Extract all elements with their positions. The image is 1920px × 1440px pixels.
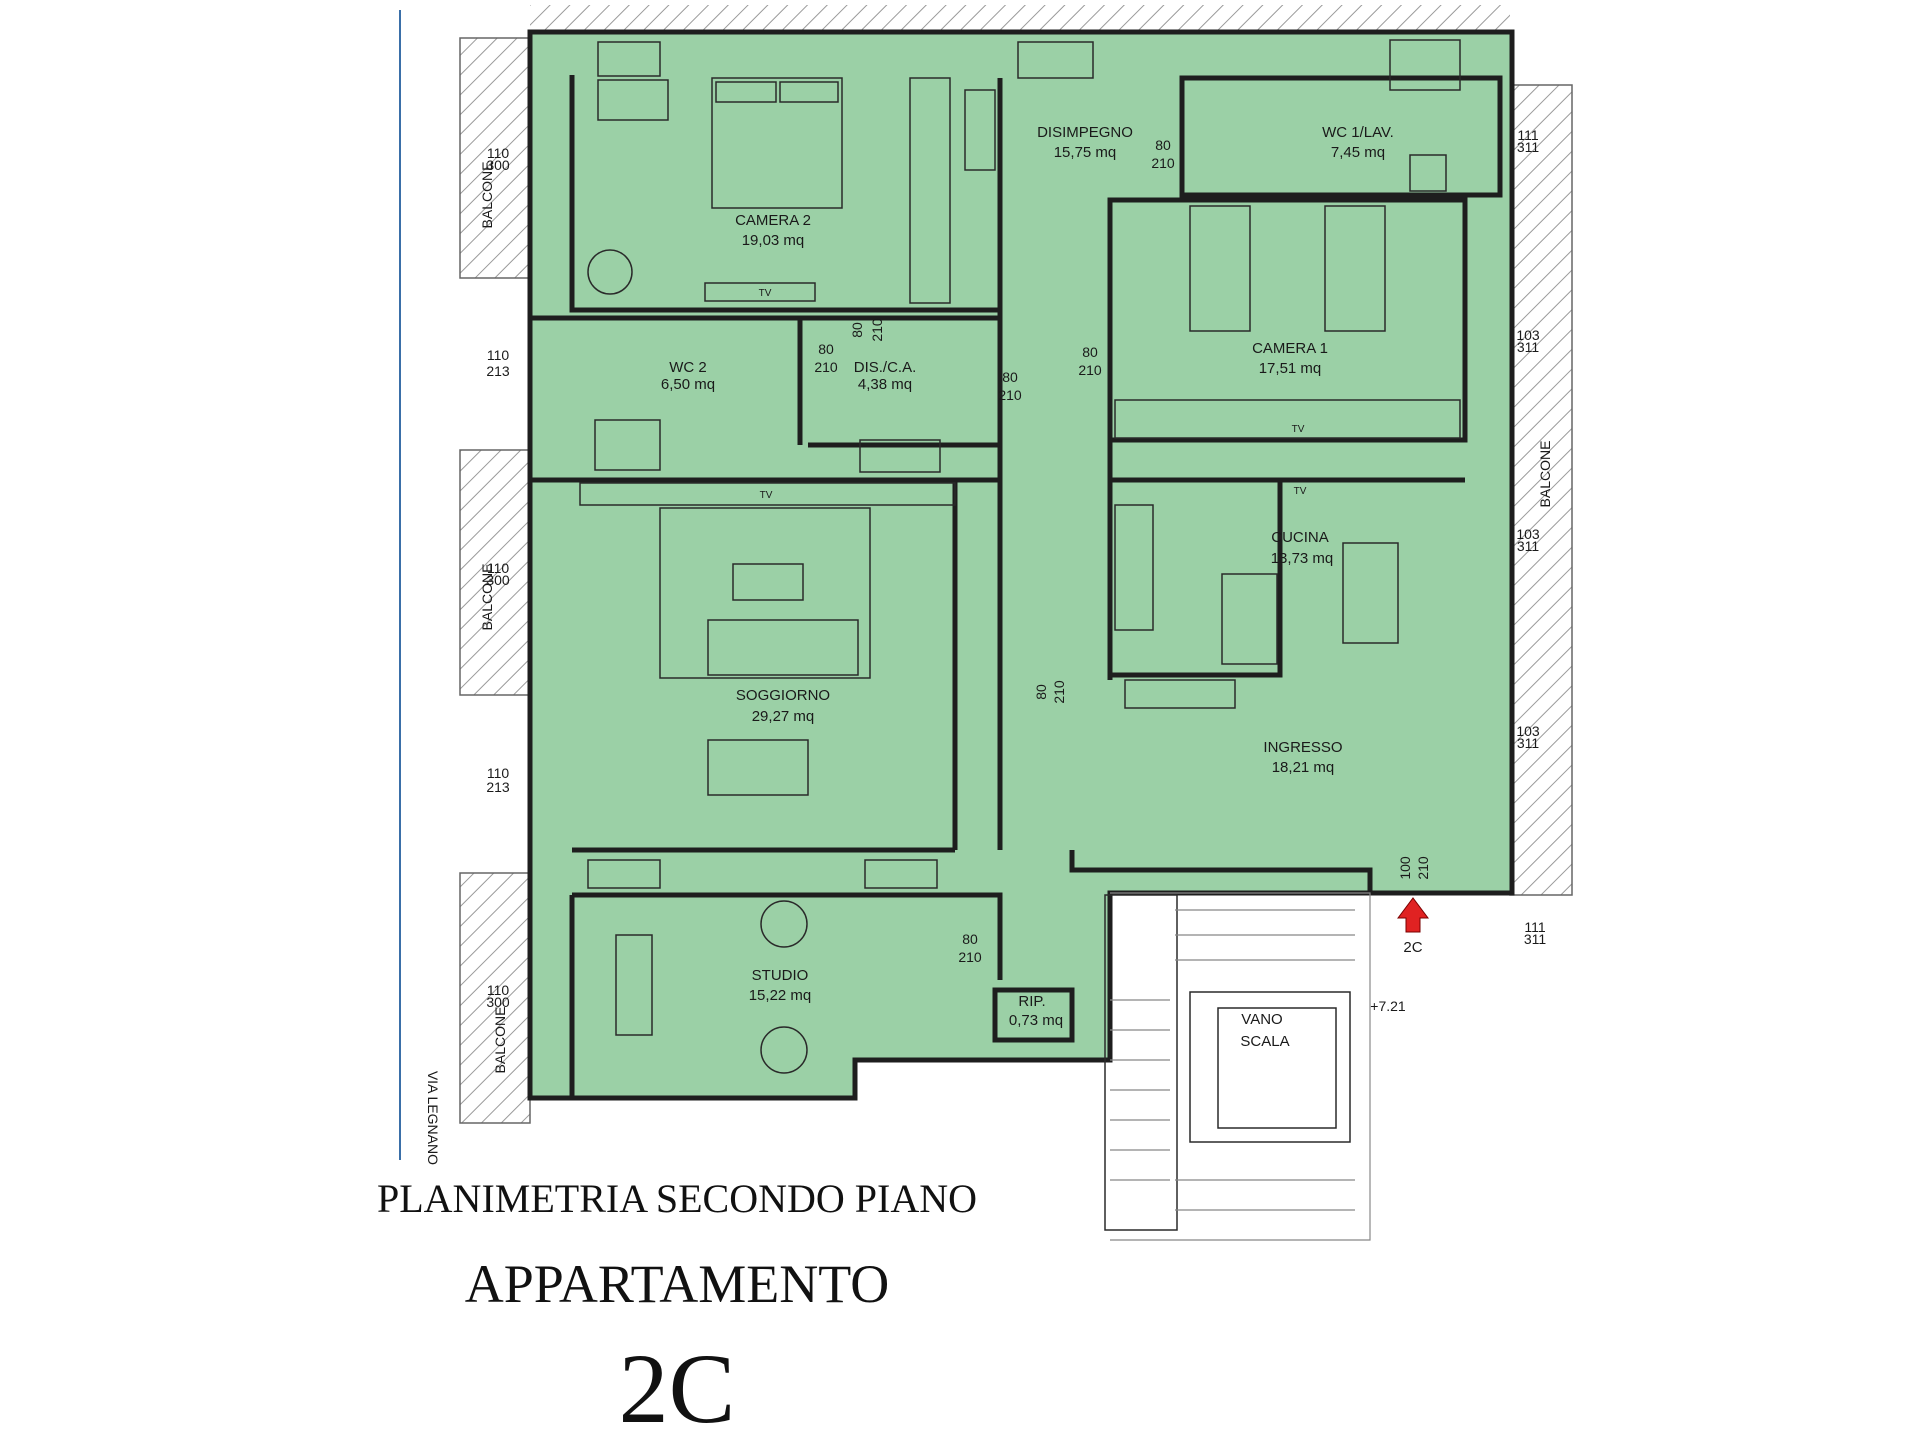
door-disca-h: 210	[998, 387, 1022, 403]
window-right-3-h: 311	[1517, 538, 1540, 554]
window-left-3-w: 110	[487, 560, 510, 576]
room-labels: CAMERA 2 19,03 mq DISIMPEGNO 15,75 mq WC…	[661, 124, 1406, 1050]
window-left-1-w: 110	[487, 145, 510, 161]
window-left-5-h: 300	[486, 994, 510, 1010]
window-left-4-h: 213	[486, 779, 510, 795]
door-camera2-h: 210	[869, 318, 885, 342]
room-name-vano: VANO	[1241, 1011, 1282, 1028]
window-dimensions: 110 300 110 213 110 300 110 213 110 300 …	[486, 127, 1546, 1010]
room-name-camera2: CAMERA 2	[735, 212, 811, 229]
apartment-floor	[527, 29, 1515, 1101]
window-left-5-w: 110	[487, 982, 510, 998]
tv-label-camera2: TV	[759, 288, 772, 299]
window-left-2-w: 110	[487, 347, 510, 363]
room-area-cucina: 13,73 mq	[1271, 550, 1334, 567]
room-name-disimpegno: DISIMPEGNO	[1037, 124, 1133, 141]
door-disca-w: 80	[1002, 369, 1018, 385]
furniture	[579, 39, 1461, 1231]
balcony-left-3	[459, 872, 531, 1124]
stairs	[1110, 892, 1371, 1241]
tv-label-camera1: TV	[1292, 424, 1305, 435]
interior-walls	[530, 75, 1503, 1098]
door-entry-w: 100	[1397, 856, 1413, 880]
apartment-label: APPARTAMENTO	[465, 1254, 890, 1314]
window-right-5-h: 311	[1524, 931, 1547, 947]
window-left-1-h: 300	[486, 157, 510, 173]
window-right-1-h: 311	[1517, 139, 1540, 155]
tv-labels: TV TV TV TV	[759, 288, 1307, 501]
tv-label-soggiorno: TV	[760, 490, 773, 501]
room-name-studio: STUDIO	[752, 967, 809, 984]
stair-level: +7.21	[1370, 998, 1406, 1014]
room-area-disca: 4,38 mq	[858, 376, 912, 393]
room-area-camera1: 17,51 mq	[1259, 360, 1322, 377]
door-camera1-w: 80	[1082, 344, 1098, 360]
window-right-5-w: 111	[1524, 919, 1545, 935]
room-name-wc1: WC 1/LAV.	[1322, 124, 1394, 141]
door-camera2-w: 80	[849, 322, 865, 338]
room-name-rip: RIP.	[1018, 993, 1045, 1010]
room-area-disimpegno: 15,75 mq	[1054, 144, 1117, 161]
balcony-left-2	[459, 449, 531, 696]
room-area-camera2: 19,03 mq	[742, 232, 805, 249]
room-name-soggiorno: SOGGIORNO	[736, 687, 830, 704]
apartment-code: 2C	[619, 1333, 736, 1440]
street-label: VIA LEGNANO	[425, 1071, 441, 1165]
room-area-studio: 15,22 mq	[749, 987, 812, 1004]
room-name-ingresso: INGRESSO	[1263, 739, 1342, 756]
door-wc2-w: 80	[818, 341, 834, 357]
entry-arrow-icon	[1397, 897, 1429, 933]
room-name-disca: DIS./C.A.	[854, 359, 917, 376]
balcony-label-left-1: BALCONE	[479, 162, 495, 229]
top-hatch-strip	[530, 5, 1510, 31]
window-right-4-w: 103	[1516, 723, 1540, 739]
plan-title: PLANIMETRIA SECONDO PIANO	[377, 1176, 977, 1221]
balcony-label-left-3: BALCONE	[492, 1007, 508, 1074]
door-dimensions: 80 210 80 210 80 210 80 210 80 210 80 21…	[814, 137, 1431, 965]
balcony-labels: BALCONE BALCONE BALCONE BALCONE	[479, 162, 1553, 1074]
balcony-right	[1509, 84, 1573, 896]
door-studio-h: 210	[958, 949, 982, 965]
window-right-3-w: 103	[1516, 526, 1540, 542]
window-left-4-w: 110	[487, 765, 510, 781]
entry-label: 2C	[1403, 939, 1422, 956]
room-area-soggiorno: 29,27 mq	[752, 708, 815, 725]
door-entry-h: 210	[1415, 856, 1431, 880]
window-right-1-w: 111	[1517, 127, 1538, 143]
window-right-2-w: 103	[1516, 327, 1540, 343]
window-right-4-h: 311	[1517, 735, 1540, 751]
room-name-wc2: WC 2	[669, 359, 707, 376]
balcony-label-left-2: BALCONE	[479, 564, 495, 631]
door-studio-w: 80	[962, 931, 978, 947]
room-name-camera1: CAMERA 1	[1252, 340, 1328, 357]
door-disimpegno-w: 80	[1155, 137, 1171, 153]
door-soggiorno-h: 210	[1051, 680, 1067, 704]
room-name-cucina: CUCINA	[1271, 529, 1329, 546]
tv-label-cucina: TV	[1294, 486, 1307, 497]
room-area-rip: 0,73 mq	[1009, 1012, 1063, 1029]
window-left-2-h: 213	[486, 363, 510, 379]
balcony-label-right: BALCONE	[1537, 441, 1553, 508]
door-soggiorno-w: 80	[1033, 684, 1049, 700]
window-right-2-h: 311	[1517, 339, 1540, 355]
door-camera1-h: 210	[1078, 362, 1102, 378]
room-area-ingresso: 18,21 mq	[1272, 759, 1335, 776]
door-disimpegno-h: 210	[1151, 155, 1175, 171]
room-name-scala: SCALA	[1240, 1033, 1289, 1050]
room-area-wc1: 7,45 mq	[1331, 144, 1385, 161]
door-wc2-h: 210	[814, 359, 838, 375]
window-left-3-h: 300	[486, 572, 510, 588]
room-area-wc2: 6,50 mq	[661, 376, 715, 393]
